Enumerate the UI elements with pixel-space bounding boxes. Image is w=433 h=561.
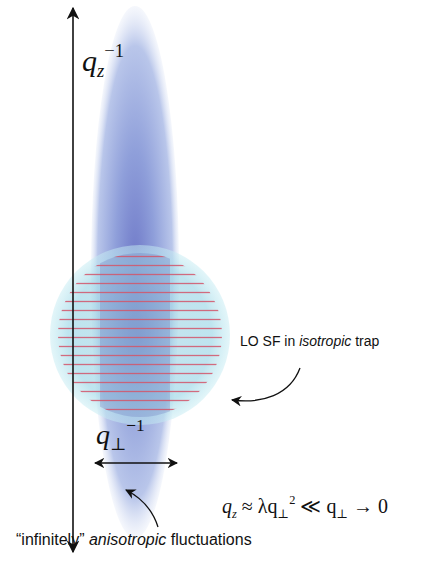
label-part: ≪ q (295, 495, 336, 517)
label-part: q (222, 495, 232, 517)
label-part: fluctuations (166, 531, 251, 548)
dimension-label: q⊥−1 (96, 416, 145, 456)
label-part: LO SF in (240, 333, 299, 349)
label-part: ≈ λq (237, 495, 278, 517)
scaling-relation: qz ≈ λq⊥2 ≪ q⊥ → 0 (222, 493, 388, 522)
label-part: ⊥ (336, 507, 348, 521)
label-part: −1 (126, 416, 144, 435)
label-part: q (96, 419, 110, 450)
callout-text: “infinitely” anisotropic fluctuations (16, 530, 252, 549)
label-part: “infinitely” (16, 531, 89, 548)
label-part: ⊥ (278, 507, 290, 521)
callout-arrow (232, 368, 300, 401)
dimension-label: qz−1 (82, 40, 124, 83)
label-part: anisotropic (89, 531, 166, 548)
label-part: → 0 (348, 495, 388, 517)
label-part: ⊥ (110, 435, 126, 454)
label-part: q (82, 44, 97, 77)
label-part: −1 (104, 40, 124, 61)
lo-stripes (50, 252, 230, 442)
label-part: z (97, 60, 104, 81)
qperp-arrow (95, 462, 177, 463)
label-part: trap (351, 333, 379, 349)
qz-arrow (72, 8, 74, 552)
label-part: z (232, 507, 237, 521)
callout-arrow (126, 490, 158, 527)
label-part: 2 (289, 493, 295, 507)
callout-text: LO SF in isotropic trap (240, 333, 379, 350)
label-part: isotropic (299, 333, 351, 349)
